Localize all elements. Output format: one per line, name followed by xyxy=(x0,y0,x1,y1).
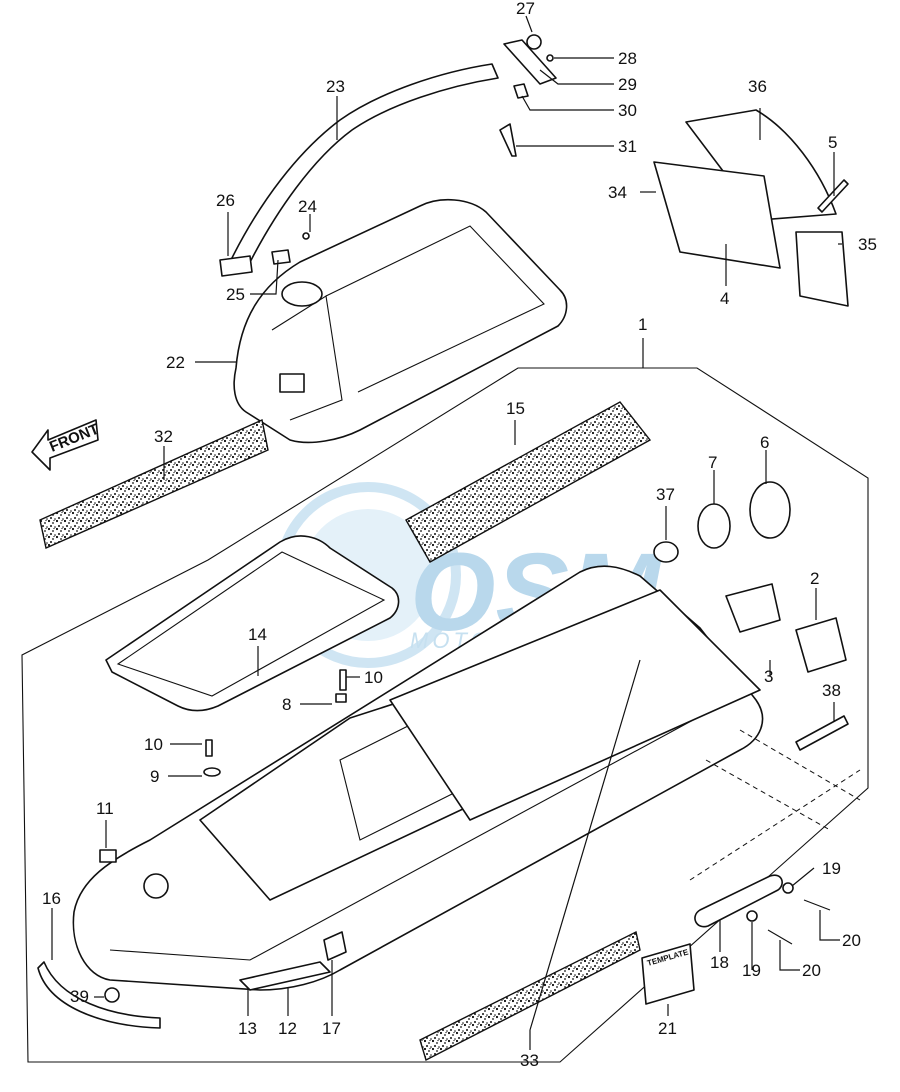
callout-37: 37 xyxy=(656,485,675,504)
callout-19-lower: 19 xyxy=(742,961,761,980)
callout-10-lower: 10 xyxy=(144,735,163,754)
callout-30: 28 xyxy=(618,49,637,68)
assembly-outline xyxy=(21,367,869,1063)
callout-31: 31 xyxy=(618,137,637,156)
callout-39: 39 xyxy=(70,987,89,1006)
part-30-screw xyxy=(546,54,554,62)
callout-12: 12 xyxy=(278,1019,297,1038)
callout-14: 14 xyxy=(248,625,267,644)
part-29-clip xyxy=(513,83,529,99)
part-20-screw-lower xyxy=(767,929,793,945)
callout-20-upper: 20 xyxy=(842,931,861,950)
part-12-grip xyxy=(239,961,331,991)
part-2-cover xyxy=(795,617,847,673)
callout-21: 21 xyxy=(658,1019,677,1038)
hardware-callouts: 28 29 30 xyxy=(618,49,637,120)
callout-38: 38 xyxy=(822,681,841,700)
part-38-strip xyxy=(795,715,849,751)
callout-9: 9 xyxy=(150,767,159,786)
part-19-nut-lower xyxy=(746,910,758,922)
part-26-bracket xyxy=(219,255,253,277)
part-24-screw xyxy=(302,232,310,240)
part-17-bracket xyxy=(323,931,347,961)
part-31-hook xyxy=(499,123,517,157)
part-10-bolt-lower xyxy=(205,739,213,757)
part-11-plug xyxy=(99,849,117,863)
part-36-panel xyxy=(685,109,837,221)
part-20-screw-upper xyxy=(803,899,831,911)
front-arrow-label: FRONT xyxy=(47,421,101,456)
front-arrow-icon: FRONT xyxy=(31,419,101,471)
callout-3: 3 xyxy=(764,667,773,686)
callout-23: 23 xyxy=(326,77,345,96)
callout-13: 13 xyxy=(238,1019,257,1038)
part-37-cap xyxy=(653,541,679,563)
part-19-nut-upper xyxy=(782,882,794,894)
part-22-hood xyxy=(233,198,568,444)
callout-2: 2 xyxy=(810,569,819,588)
part-14-gasket-inner xyxy=(116,551,386,697)
callout-1: 1 xyxy=(638,315,647,334)
part-21-template: TEMPLATE xyxy=(641,943,695,1005)
part-9-washer xyxy=(203,767,221,777)
callout-22: 22 xyxy=(166,353,185,372)
callout-15: 15 xyxy=(506,399,525,418)
part-35-panel xyxy=(795,231,849,307)
callout-18: 18 xyxy=(710,953,729,972)
part-3-cover xyxy=(725,583,781,633)
part-7-ring xyxy=(697,503,731,549)
callout-34: 34 xyxy=(608,183,627,202)
callout-35: 35 xyxy=(858,235,877,254)
part-5-pin xyxy=(817,179,849,213)
callout-16: 16 xyxy=(42,889,61,908)
callout-25: 25 xyxy=(226,285,245,304)
part-33-side-mat xyxy=(419,930,641,1062)
callout-5: 5 xyxy=(828,133,837,152)
callout-20-lower: 20 xyxy=(802,961,821,980)
callout-19-upper: 19 xyxy=(822,859,841,878)
assembly-guide-lines xyxy=(689,729,861,881)
part-34-panel xyxy=(653,161,781,269)
callout-36: 36 xyxy=(748,77,767,96)
callout-27: 27 xyxy=(516,0,535,18)
callout-4: 4 xyxy=(720,289,729,308)
callout-6: 6 xyxy=(760,433,769,452)
part-15-top-mat xyxy=(405,401,652,563)
callout-7: 7 xyxy=(708,453,717,472)
callout-26: 26 xyxy=(216,191,235,210)
part-23-handle-strap xyxy=(227,63,499,271)
part-27-knob xyxy=(526,34,542,50)
callout-29-main: 30 xyxy=(618,101,637,120)
callout-labels: 1 2 3 4 5 6 7 8 9 10 10 11 12 13 14 15 1… xyxy=(42,0,877,1070)
part-6-boot xyxy=(749,481,791,539)
callout-10-upper: 10 xyxy=(364,668,383,687)
part-8-nut xyxy=(335,693,347,703)
part-18-plate xyxy=(694,874,783,928)
part-25-clip xyxy=(271,249,291,265)
callout-8: 8 xyxy=(282,695,291,714)
part-14-gasket xyxy=(105,535,400,712)
callout-24: 24 xyxy=(298,197,317,216)
callout-17: 17 xyxy=(322,1019,341,1038)
callout-28-main: 29 xyxy=(618,75,637,94)
part-16-bumper xyxy=(37,961,161,1029)
part-39-nut xyxy=(104,987,120,1003)
part-1-hull xyxy=(72,565,764,991)
callout-11: 11 xyxy=(96,799,114,818)
part-32-side-mat xyxy=(39,419,269,549)
part-10-bolt-upper xyxy=(339,669,347,691)
leader-lines xyxy=(51,15,842,1050)
callout-32: 32 xyxy=(154,427,173,446)
callout-33: 33 xyxy=(520,1051,539,1070)
